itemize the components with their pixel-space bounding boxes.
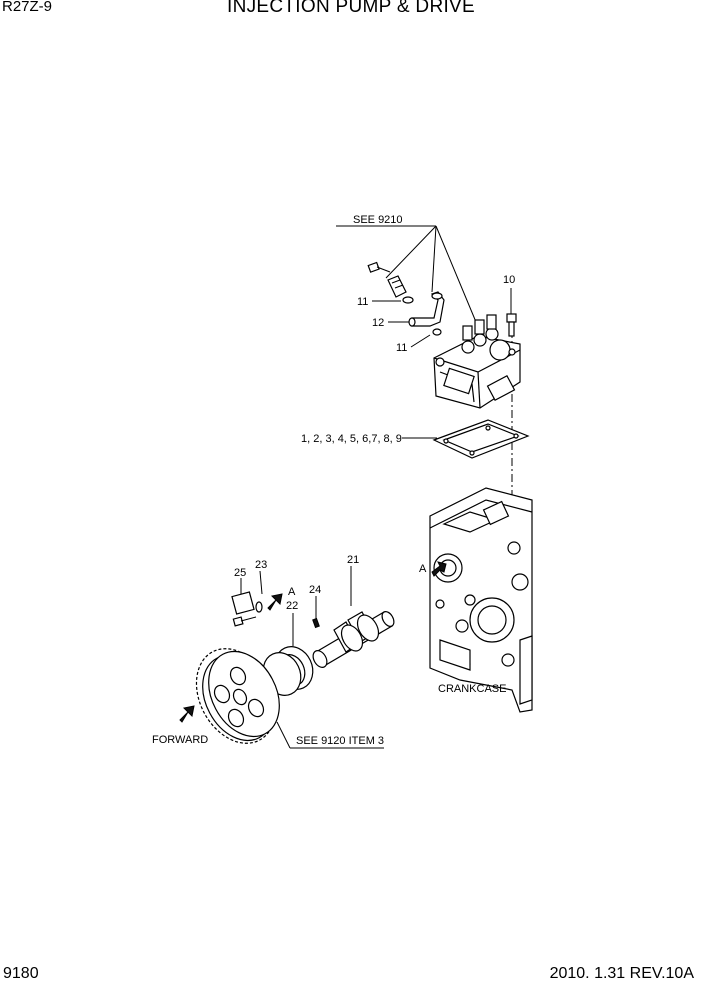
fuel-pipe-fitting — [408, 291, 445, 327]
bolt-10 — [506, 313, 517, 337]
washer-23 — [255, 601, 263, 613]
page-title: INJECTION PUMP & DRIVE — [226, 0, 475, 17]
item-21-label: 21 — [347, 554, 359, 566]
item-12-label: 12 — [372, 317, 384, 329]
item-11-upper-label: 11 — [357, 296, 368, 308]
see-9120-label: SEE 9120 ITEM 3 — [296, 735, 384, 747]
crankcase — [429, 487, 533, 713]
items-1-9-label: 1, 2, 3, 4, 5, 6,7, 8, 9 — [301, 433, 402, 445]
washer-11-upper — [402, 296, 414, 304]
forward-label: FORWARD — [152, 734, 208, 746]
item-25-label: 25 — [234, 567, 246, 579]
item-10-label: 10 — [503, 274, 515, 286]
pump-gasket — [432, 419, 530, 459]
view-a-arrow-right — [431, 561, 447, 577]
revision-info: 2010. 1.31 REV.10A — [549, 965, 694, 982]
model-code: R27Z-9 — [2, 0, 53, 15]
forward-arrow-icon — [179, 705, 195, 723]
item-24-label: 24 — [309, 584, 321, 596]
camshaft — [312, 611, 395, 668]
injection-pump — [433, 314, 521, 409]
key-24 — [312, 617, 320, 629]
page-number: 9180 — [3, 965, 39, 982]
item-23-label: 23 — [255, 559, 267, 571]
view-a-label-left: A — [288, 586, 296, 598]
callout-labels: SEE 9210 10 11 12 11 1, 2, 3, 4, 5, 6,7,… — [152, 214, 515, 747]
view-a-arrow-left — [267, 593, 283, 611]
see-9210-label: SEE 9210 — [353, 214, 403, 226]
ball-bearing — [262, 646, 314, 696]
washer-11-lower — [432, 328, 442, 336]
view-a-label-right: A — [419, 563, 427, 575]
plate-bolt-25 — [231, 591, 257, 627]
item-22-label: 22 — [286, 600, 298, 612]
crankcase-label: CRANKCASE — [438, 683, 506, 695]
leader-lines — [240, 225, 513, 749]
item-11-lower-label: 11 — [396, 342, 407, 354]
hollow-screw — [387, 275, 407, 298]
cam-drive-gear — [195, 648, 280, 744]
banjo-bolt — [367, 261, 391, 273]
